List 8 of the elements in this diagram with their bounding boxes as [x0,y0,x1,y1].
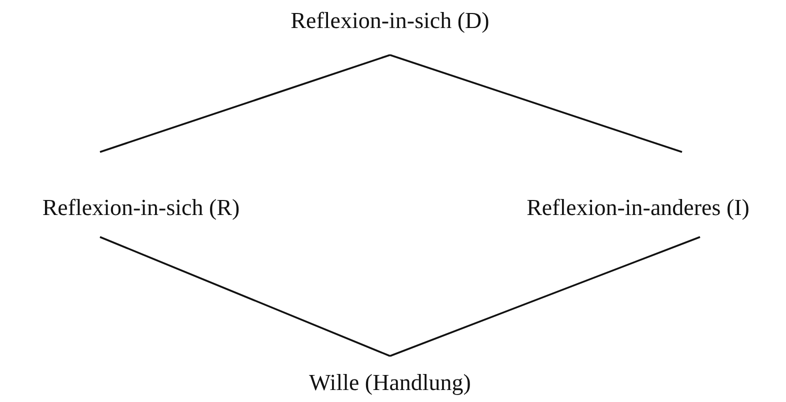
connector-line [100,236,390,357]
connector-line [100,54,390,153]
node-label: Wille (Handlung) [309,370,471,396]
node-label: Reflexion-in-anderes (I) [526,195,750,221]
node-label: Reflexion-in-sich (R) [42,195,240,221]
connector-line [390,236,700,357]
connector-line [390,54,682,153]
node-label: Reflexion-in-sich (D) [290,8,490,34]
